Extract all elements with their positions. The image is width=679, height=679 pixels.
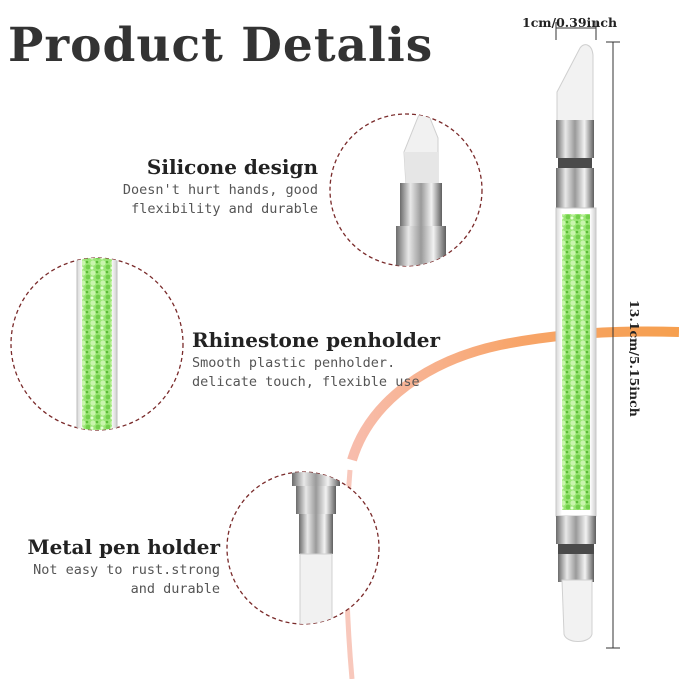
feature-desc-line1: Not easy to rust.strong [33, 562, 220, 578]
decorative-arc [347, 326, 679, 462]
width-dimension-line [555, 22, 597, 40]
feature-title: Rhinestone penholder [192, 328, 441, 352]
width-dimension-label: 1cm/0.39inch [522, 15, 618, 30]
feature-desc-line1: Smooth plastic penholder. [192, 355, 396, 371]
feature-rhinestone: Rhinestone penholder Smooth plastic penh… [192, 328, 440, 392]
feature-title: Silicone design [146, 155, 318, 179]
pen-illustration [555, 44, 597, 642]
silicone-tip-zoom-circle [329, 113, 483, 267]
length-dimension-line [606, 41, 620, 649]
feature-desc-line2: delicate touch, flexible use [192, 374, 420, 390]
feature-silicone: Silicone design Doesn't hurt hands, good… [96, 155, 318, 219]
feature-desc-line2: and durable [130, 581, 220, 597]
feature-title: Metal pen holder [27, 535, 220, 559]
feature-desc-line2: flexibility and durable [131, 201, 318, 217]
page-title: Product Detalis [8, 18, 434, 73]
length-dimension-label: 13.1cm/5.15inch [627, 300, 642, 417]
feature-desc-line1: Doesn't hurt hands, good [122, 182, 318, 198]
rhinestone-zoom-circle [10, 257, 184, 431]
feature-metal: Metal pen holder Not easy to rust.strong… [6, 535, 220, 599]
metal-holder-zoom-circle [226, 471, 380, 625]
